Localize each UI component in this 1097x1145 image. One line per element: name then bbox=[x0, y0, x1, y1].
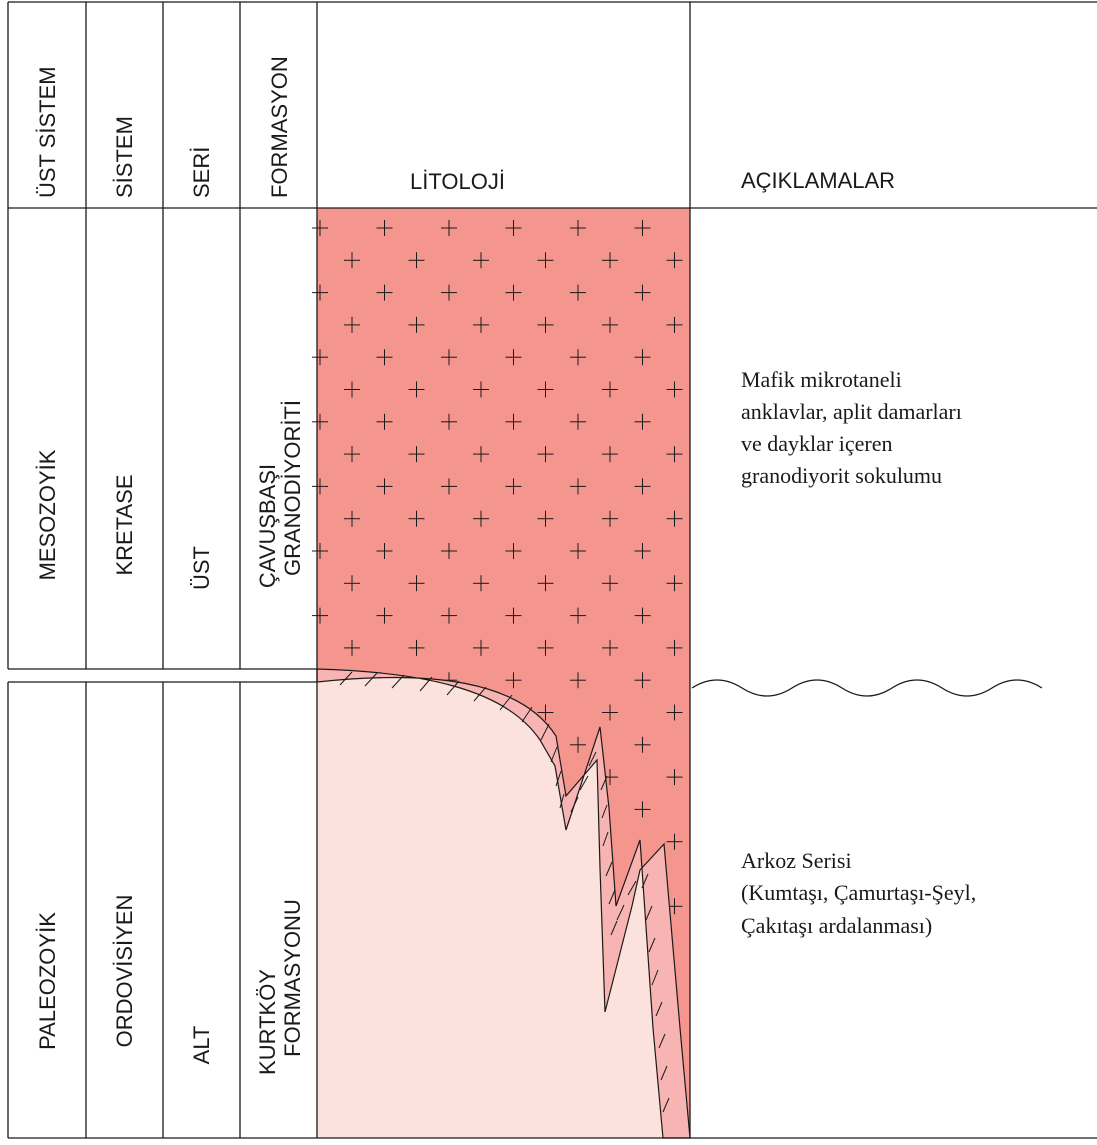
upper-description-line: ve dayklar içeren bbox=[741, 431, 892, 456]
lower-sistem: ORDOVİSİYEN bbox=[112, 895, 137, 1048]
lower-description-line: Çakıtaşı ardalanması) bbox=[741, 913, 932, 938]
upper-description-line: anklavlar, aplit damarları bbox=[741, 399, 962, 424]
header-litoloji: LİTOLOJİ bbox=[410, 169, 505, 194]
upper-description: Mafik mikrotaneli anklavlar, aplit damar… bbox=[741, 367, 962, 488]
upper-seri: ÜST bbox=[189, 546, 214, 590]
upper-formasyon-line1: ÇAVUŞBAŞI bbox=[255, 464, 280, 588]
lower-formasyon-line2: FORMASYONU bbox=[280, 899, 305, 1057]
lower-formasyon-line1: KURTKÖY bbox=[255, 969, 280, 1075]
upper-formasyon-line2: GRANODİYORİTİ bbox=[280, 400, 305, 576]
lower-description: Arkoz Serisi (Kumtaşı, Çamurtaşı-Şeyl, Ç… bbox=[741, 848, 976, 938]
lower-ust-sistem: PALEOZOYİK bbox=[35, 912, 60, 1050]
header-seri: SERİ bbox=[189, 147, 214, 198]
header-sistem: SİSTEM bbox=[112, 116, 137, 198]
header-aciklamalar: AÇIKLAMALAR bbox=[741, 168, 895, 193]
lower-description-line: (Kumtaşı, Çamurtaşı-Şeyl, bbox=[741, 880, 976, 905]
lower-seri: ALT bbox=[189, 1026, 214, 1065]
upper-description-line: granodiyorit sokulumu bbox=[741, 463, 942, 488]
lower-description-line: Arkoz Serisi bbox=[741, 848, 852, 873]
upper-sistem: KRETASE bbox=[112, 474, 137, 575]
unconformity-wavy-line bbox=[692, 680, 1042, 696]
header-ust-sistem: ÜST SİSTEM bbox=[35, 66, 60, 198]
upper-ust-sistem: MESOZOYİK bbox=[35, 449, 60, 580]
upper-description-line: Mafik mikrotaneli bbox=[741, 367, 902, 392]
header-formasyon: FORMASYON bbox=[267, 56, 292, 198]
